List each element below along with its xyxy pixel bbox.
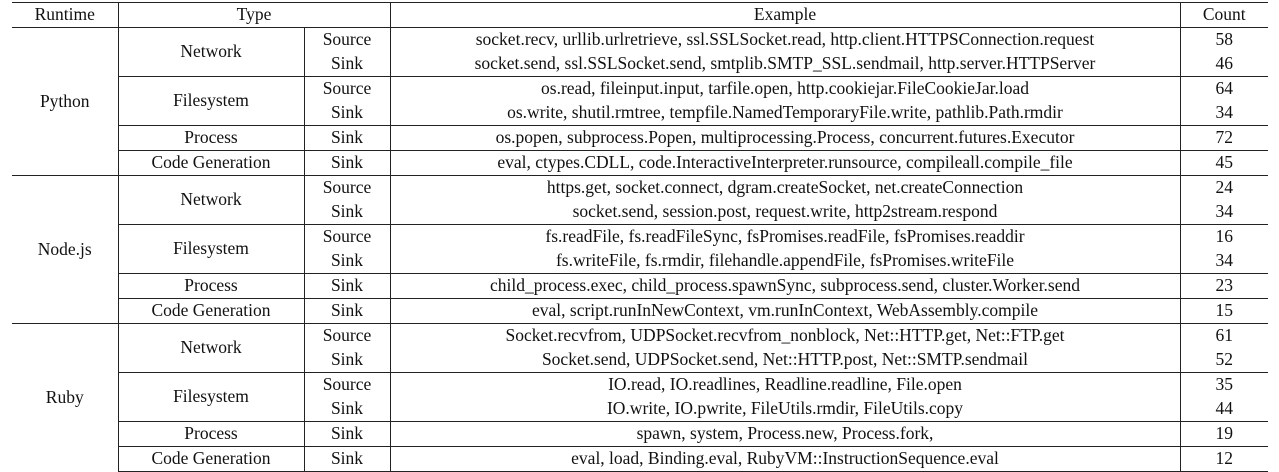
- example-cell: eval, ctypes.CDLL, code.InteractiveInter…: [390, 150, 1181, 176]
- type-cell-filesystem: Filesystem: [118, 224, 305, 274]
- example-cell: os.read, fileinput.input, tarfile.open, …: [390, 76, 1181, 101]
- example-cell: IO.read, IO.readlines, Readline.readline…: [390, 372, 1181, 397]
- role-cell: Source: [304, 27, 391, 52]
- count-cell: 45: [1180, 150, 1268, 176]
- type-cell-filesystem: Filesystem: [118, 76, 305, 126]
- role-cell: Sink: [304, 249, 391, 274]
- role-cell: Source: [304, 175, 391, 200]
- role-cell: Sink: [304, 52, 391, 77]
- count-cell: 72: [1180, 125, 1268, 151]
- example-cell: spawn, system, Process.new, Process.fork…: [390, 421, 1181, 447]
- runtime-cell-node-js: Node.js: [12, 175, 119, 324]
- role-cell: Sink: [304, 298, 391, 324]
- example-cell: Socket.send, UDPSocket.send, Net::HTTP.p…: [390, 348, 1181, 373]
- example-cell: socket.send, session.post, request.write…: [390, 200, 1181, 225]
- example-cell: os.write, shutil.rmtree, tempfile.NamedT…: [390, 101, 1181, 126]
- count-cell: 16: [1180, 224, 1268, 249]
- header-row: Runtime Type Example Count: [12, 2, 1268, 28]
- count-cell: 23: [1180, 273, 1268, 299]
- type-cell-process: Process: [118, 421, 305, 447]
- example-cell: IO.write, IO.pwrite, FileUtils.rmdir, Fi…: [390, 397, 1181, 422]
- count-cell: 24: [1180, 175, 1268, 200]
- header-count: Count: [1180, 2, 1268, 28]
- role-cell: Sink: [304, 397, 391, 422]
- count-cell: 44: [1215, 398, 1234, 419]
- example-cell: https.get, socket.connect, dgram.createS…: [390, 175, 1181, 200]
- role-cell: Sink: [304, 421, 391, 447]
- type-cell-process: Process: [118, 125, 305, 151]
- role-cell: Source: [304, 323, 391, 348]
- count-cell: 34: [1215, 250, 1234, 271]
- count-cell: 52: [1215, 349, 1234, 370]
- example-cell: eval, load, Binding.eval, RubyVM::Instru…: [390, 446, 1181, 472]
- count-cell: 35: [1180, 372, 1268, 397]
- count-cell: 15: [1180, 298, 1268, 324]
- count-cell: 64: [1180, 76, 1268, 101]
- example-cell: fs.readFile, fs.readFileSync, fsPromises…: [390, 224, 1181, 249]
- role-cell: Source: [304, 372, 391, 397]
- role-cell: Sink: [304, 125, 391, 151]
- header-example: Example: [390, 2, 1181, 28]
- count-cell: 12: [1180, 446, 1268, 472]
- role-cell: Sink: [304, 273, 391, 299]
- type-cell-filesystem: Filesystem: [118, 372, 305, 422]
- role-cell: Sink: [304, 150, 391, 176]
- runtime-cell-ruby: Ruby: [12, 323, 119, 472]
- type-cell-code-generation: Code Generation: [118, 446, 305, 472]
- runtime-cell-python: Python: [12, 27, 119, 176]
- header-runtime: Runtime: [12, 2, 119, 28]
- example-cell: Socket.recvfrom, UDPSocket.recvfrom_nonb…: [390, 323, 1181, 348]
- role-cell: Sink: [304, 348, 391, 373]
- type-cell-process: Process: [118, 273, 305, 299]
- count-cell: 34: [1215, 201, 1234, 222]
- example-cell: os.popen, subprocess.Popen, multiprocess…: [390, 125, 1181, 151]
- header-type: Type: [118, 2, 391, 28]
- count-cell: 61: [1180, 323, 1268, 348]
- type-cell-network: Network: [118, 175, 305, 225]
- count-cell: 46: [1215, 53, 1234, 74]
- example-cell: child_process.exec, child_process.spawnS…: [390, 273, 1181, 299]
- example-cell: eval, script.runInNewContext, vm.runInCo…: [390, 298, 1181, 324]
- role-cell: Sink: [304, 446, 391, 472]
- count-cell: 19: [1180, 421, 1268, 447]
- count-cell: 58: [1180, 27, 1268, 52]
- role-cell: Source: [304, 224, 391, 249]
- type-cell-network: Network: [118, 323, 305, 373]
- role-cell: Sink: [304, 200, 391, 225]
- role-cell: Sink: [304, 101, 391, 126]
- type-cell-code-generation: Code Generation: [118, 298, 305, 324]
- example-cell: fs.writeFile, fs.rmdir, filehandle.appen…: [390, 249, 1181, 274]
- count-cell: 34: [1215, 102, 1234, 123]
- example-cell: socket.send, ssl.SSLSocket.send, smtplib…: [390, 52, 1181, 77]
- example-cell: socket.recv, urllib.urlretrieve, ssl.SSL…: [390, 27, 1181, 52]
- role-cell: Source: [304, 76, 391, 101]
- type-cell-network: Network: [118, 27, 305, 77]
- type-cell-code-generation: Code Generation: [118, 150, 305, 176]
